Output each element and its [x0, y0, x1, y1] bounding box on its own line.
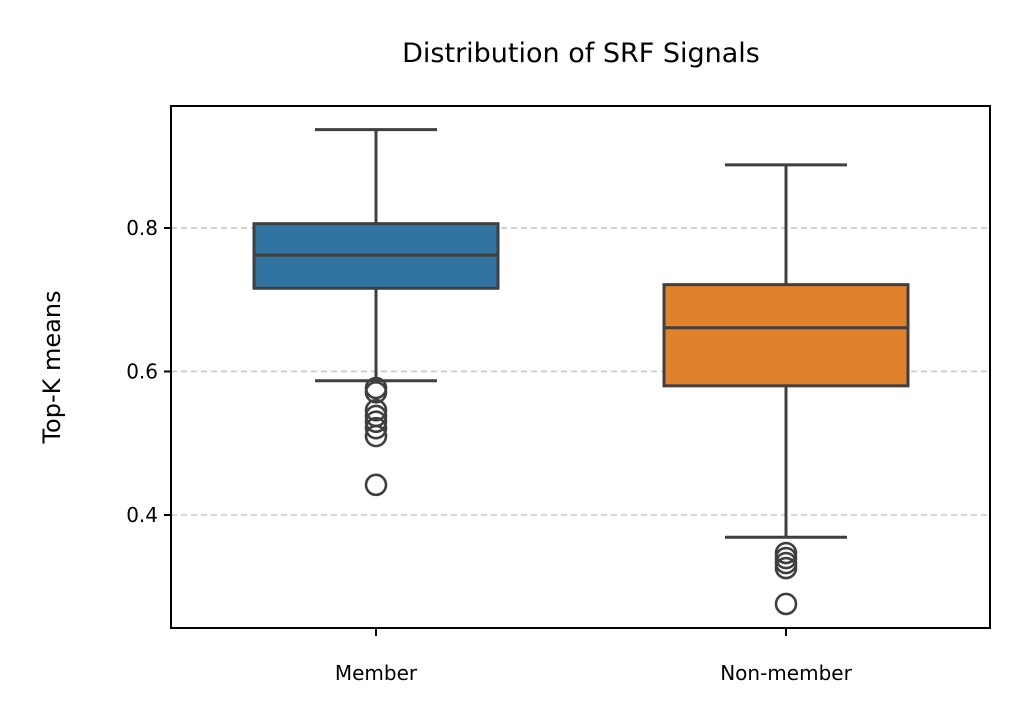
outlier-point	[364, 424, 388, 448]
y-tick-label: 0.8	[126, 216, 158, 240]
outlier-point	[364, 410, 388, 434]
box-non-member	[662, 163, 910, 616]
chart-title: Distribution of SRF Signals	[402, 38, 760, 69]
outlier-point	[774, 556, 798, 580]
y-tick-label: 0.4	[126, 503, 158, 527]
y-axis-label: Top-K means	[38, 290, 66, 444]
outlier-point	[364, 398, 388, 422]
y-tick-label: 0.6	[126, 359, 158, 383]
x-tick-label: Member	[335, 661, 418, 685]
outlier-point	[364, 473, 388, 497]
outlier-point	[774, 592, 798, 616]
box-member	[252, 128, 500, 497]
x-tick-label: Non-member	[720, 661, 852, 685]
outlier-point	[364, 416, 388, 440]
plot-frame	[170, 105, 991, 629]
iqr-box	[662, 283, 910, 388]
outlier-point	[364, 380, 388, 404]
